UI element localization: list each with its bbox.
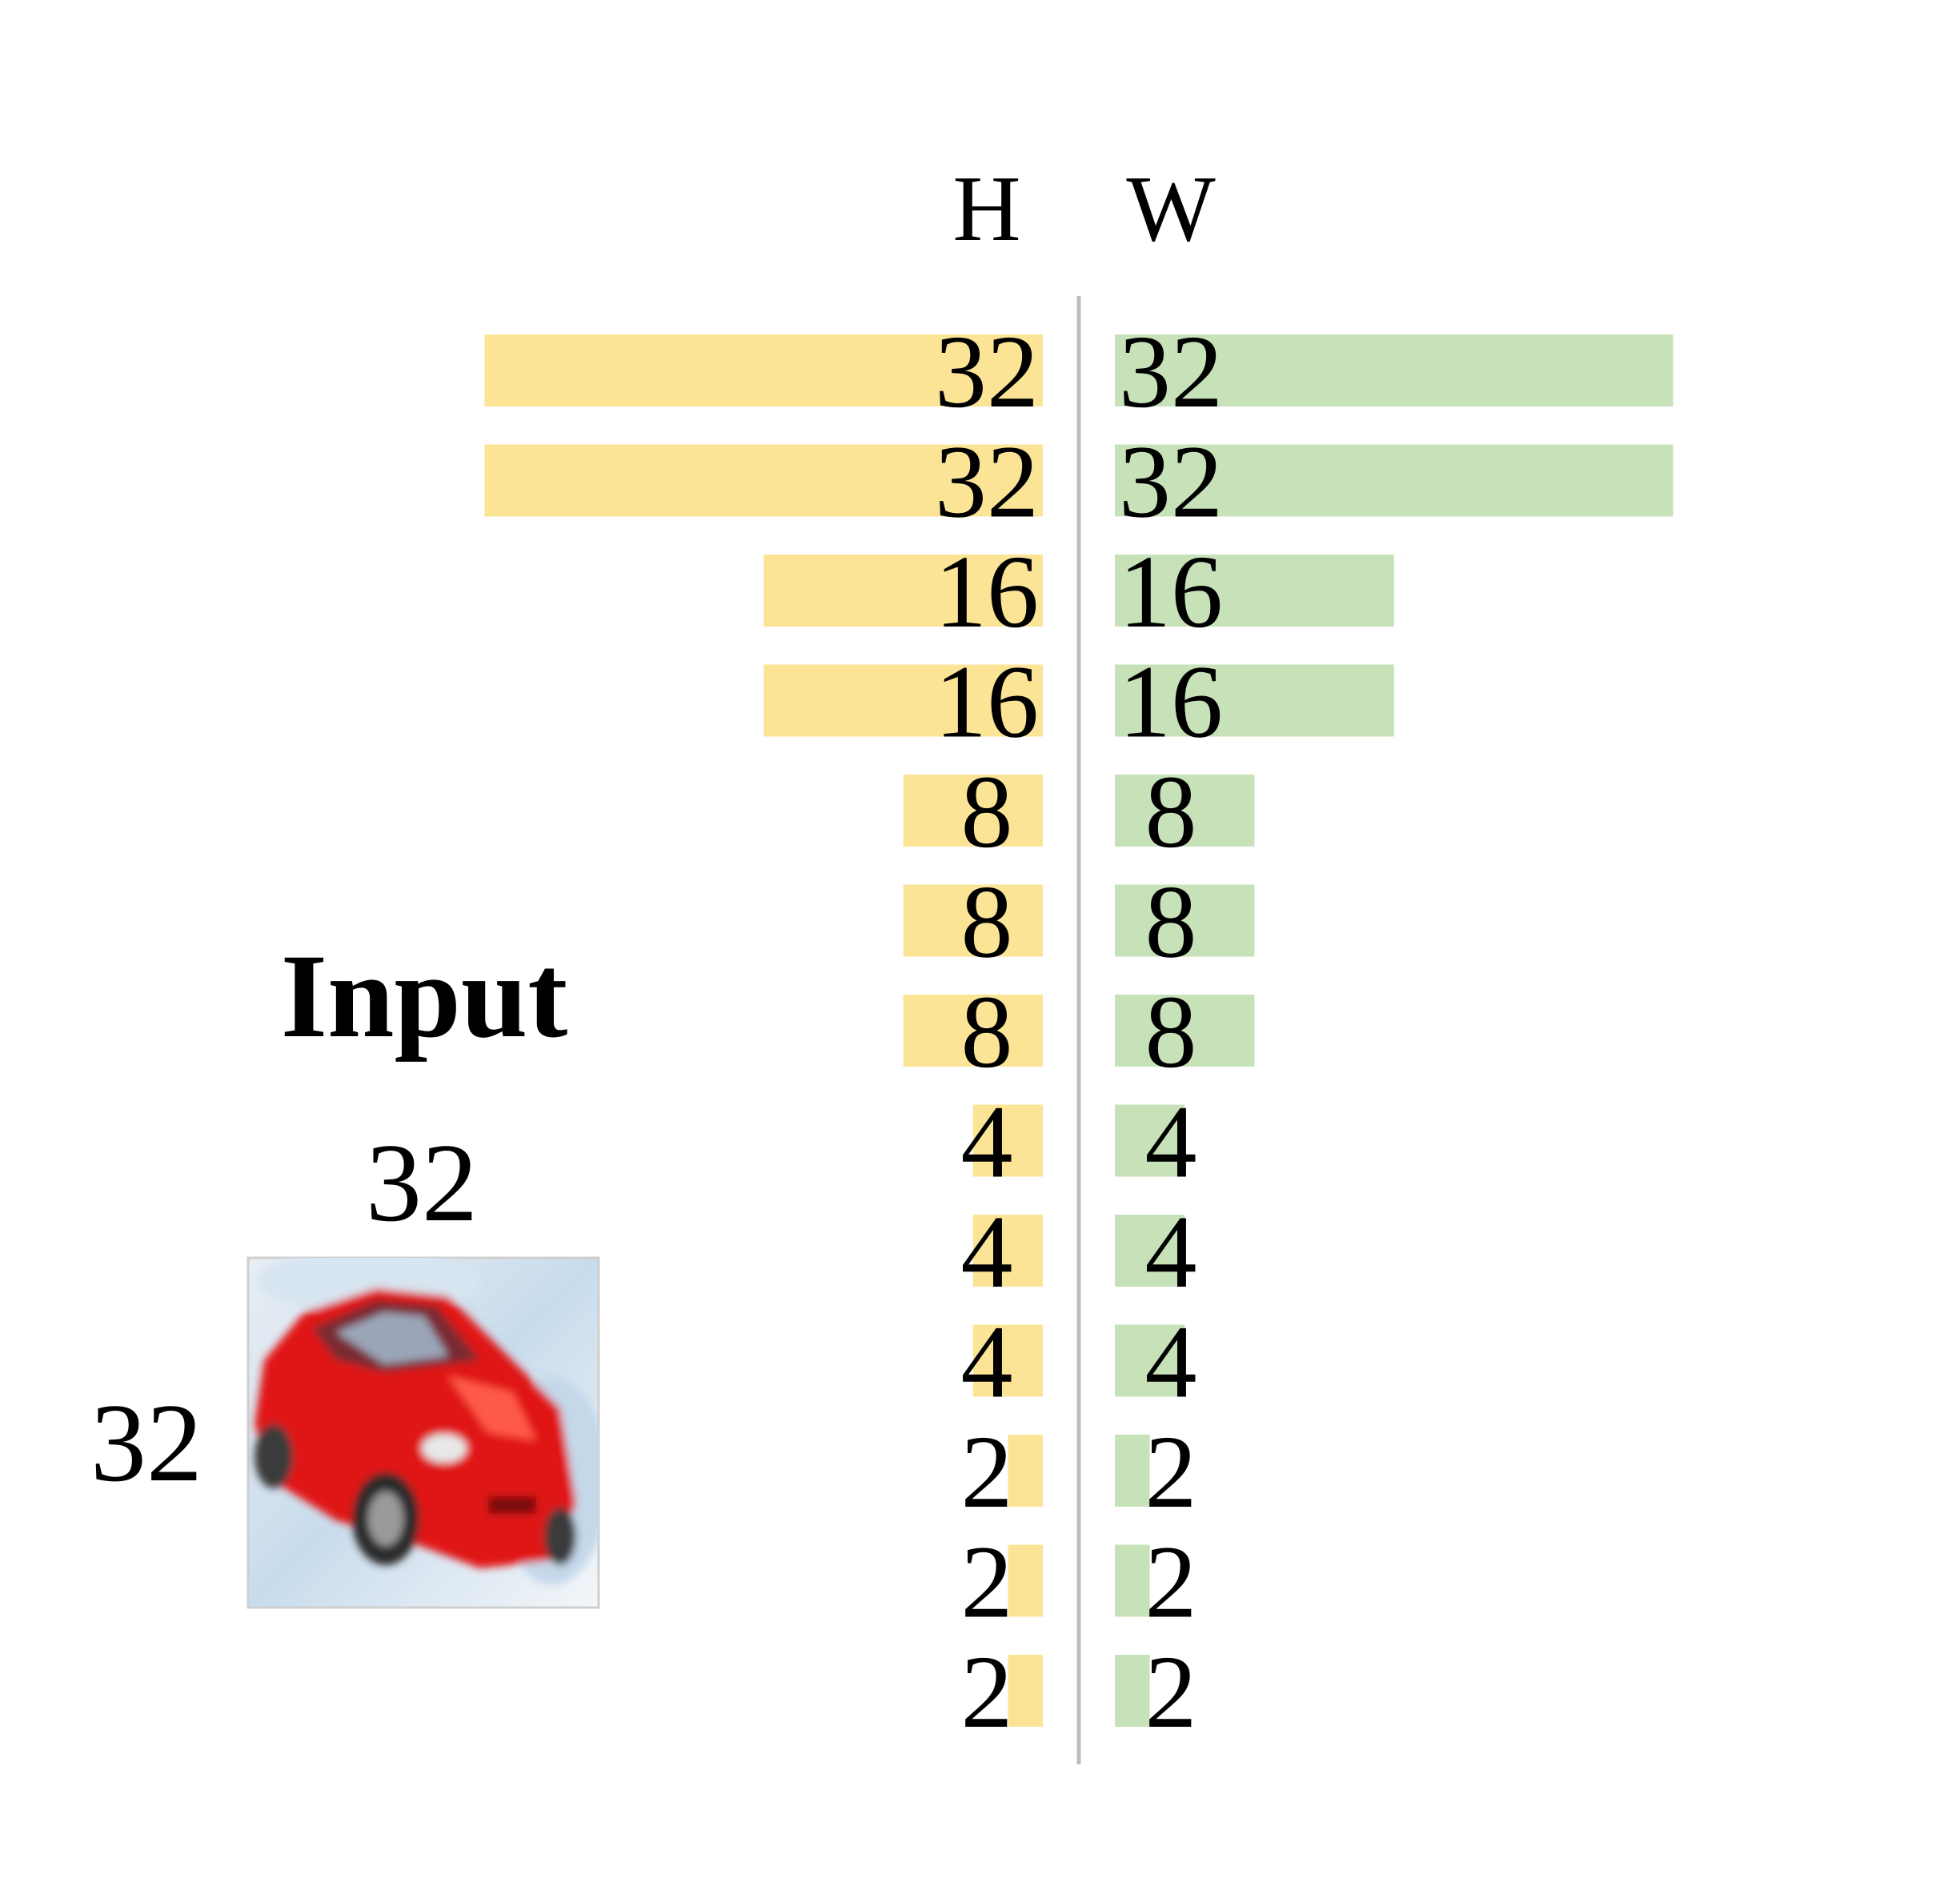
- h-value-label: 16: [935, 645, 1039, 760]
- w-value-label: 8: [1145, 755, 1197, 870]
- h-value-label: 2: [961, 1415, 1013, 1530]
- h-bar: [764, 555, 1043, 627]
- h-bar: [484, 444, 1043, 517]
- h-bar: [903, 995, 1043, 1067]
- w-bar: [1115, 775, 1255, 847]
- w-bar: [1115, 555, 1394, 627]
- w-value-label: 2: [1145, 1635, 1197, 1750]
- w-bar: [1115, 995, 1255, 1067]
- w-value-label: 8: [1145, 975, 1197, 1090]
- red-car-image: [247, 1256, 600, 1609]
- h-value-label: 4: [961, 1305, 1013, 1420]
- h-bar: [484, 334, 1043, 406]
- h-value-label: 32: [935, 425, 1039, 540]
- input-width-label: 32: [366, 1121, 478, 1245]
- h-bar: [764, 664, 1043, 737]
- h-bar: [972, 1215, 1043, 1287]
- w-value-label: 32: [1119, 314, 1223, 430]
- h-value-label: 4: [961, 1195, 1013, 1310]
- h-bar: [1008, 1435, 1043, 1507]
- h-value-label: 8: [961, 975, 1013, 1090]
- w-bar: [1115, 1324, 1185, 1397]
- bars-layer: [484, 334, 1673, 1727]
- h-bar: [1008, 1655, 1043, 1727]
- h-bar: [903, 884, 1043, 957]
- w-value-label: 4: [1145, 1305, 1197, 1420]
- h-value-label: 8: [961, 755, 1013, 870]
- h-value-label: 32: [935, 314, 1039, 430]
- w-value-label: 2: [1145, 1525, 1197, 1640]
- h-value-label: 8: [961, 865, 1013, 980]
- h-column-header: H: [952, 156, 1020, 261]
- w-value-label: 4: [1145, 1195, 1197, 1310]
- w-value-label: 16: [1119, 645, 1223, 760]
- w-bar: [1115, 1435, 1150, 1507]
- w-bar: [1115, 1655, 1150, 1727]
- h-value-label: 16: [935, 535, 1039, 650]
- w-bar: [1115, 444, 1673, 517]
- h-bar: [972, 1324, 1043, 1397]
- input-title: Input: [281, 930, 568, 1063]
- w-column-header: W: [1126, 156, 1216, 261]
- w-value-label: 4: [1145, 1085, 1197, 1200]
- h-value-label: 4: [961, 1085, 1013, 1200]
- w-value-label: 32: [1119, 425, 1223, 540]
- w-bar: [1115, 334, 1673, 406]
- h-value-label: 2: [961, 1525, 1013, 1640]
- h-bar: [1008, 1544, 1043, 1617]
- w-value-label: 8: [1145, 865, 1197, 980]
- w-bar: [1115, 664, 1394, 737]
- w-value-label: 2: [1145, 1415, 1197, 1530]
- w-bar: [1115, 884, 1255, 957]
- w-bar: [1115, 1104, 1185, 1177]
- h-bar: [903, 775, 1043, 847]
- w-bar: [1115, 1215, 1185, 1287]
- w-bar: [1115, 1544, 1150, 1617]
- h-value-label: 2: [961, 1635, 1013, 1750]
- h-bar: [972, 1104, 1043, 1177]
- input-height-label: 32: [90, 1381, 202, 1505]
- w-value-label: 16: [1119, 535, 1223, 650]
